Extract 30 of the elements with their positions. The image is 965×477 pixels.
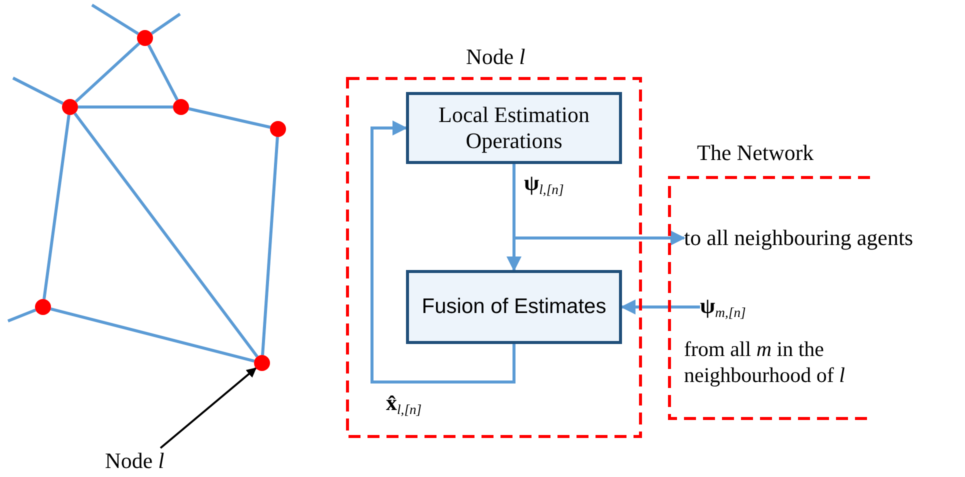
network-node-dot	[137, 30, 153, 46]
text-label: to all neighbouring agents	[684, 225, 962, 251]
network-node-dot	[35, 299, 51, 315]
network-link	[188, 107, 271, 129]
link-stub	[91, 4, 139, 36]
text-label: Node l	[105, 448, 185, 474]
process-box: Fusion of Estimates	[406, 270, 622, 344]
arrow	[620, 300, 700, 314]
leader-arrow	[160, 367, 257, 449]
network-node-dot	[62, 99, 78, 115]
network-link	[50, 308, 255, 362]
link-stub	[150, 12, 181, 35]
network-link	[74, 112, 258, 358]
network-node-dot	[270, 121, 286, 137]
network-node-dot	[173, 99, 189, 115]
container-title: The Network	[697, 140, 814, 166]
container-title: Node l	[466, 44, 526, 70]
text-label: ψ$_{m,[n]}$	[700, 293, 780, 321]
network-link	[78, 106, 173, 108]
network-link	[74, 42, 140, 103]
process-box: Local Estimation Operations	[406, 92, 622, 164]
arrow	[370, 120, 516, 384]
note-text: from all m in the neighbourhood of l	[684, 336, 846, 388]
network-node-dot	[254, 355, 270, 371]
link-stub	[7, 308, 36, 322]
network-link	[147, 44, 179, 101]
arrow	[512, 164, 686, 246]
link-stub	[12, 76, 64, 105]
network-link	[261, 136, 279, 356]
network-link	[42, 114, 70, 300]
